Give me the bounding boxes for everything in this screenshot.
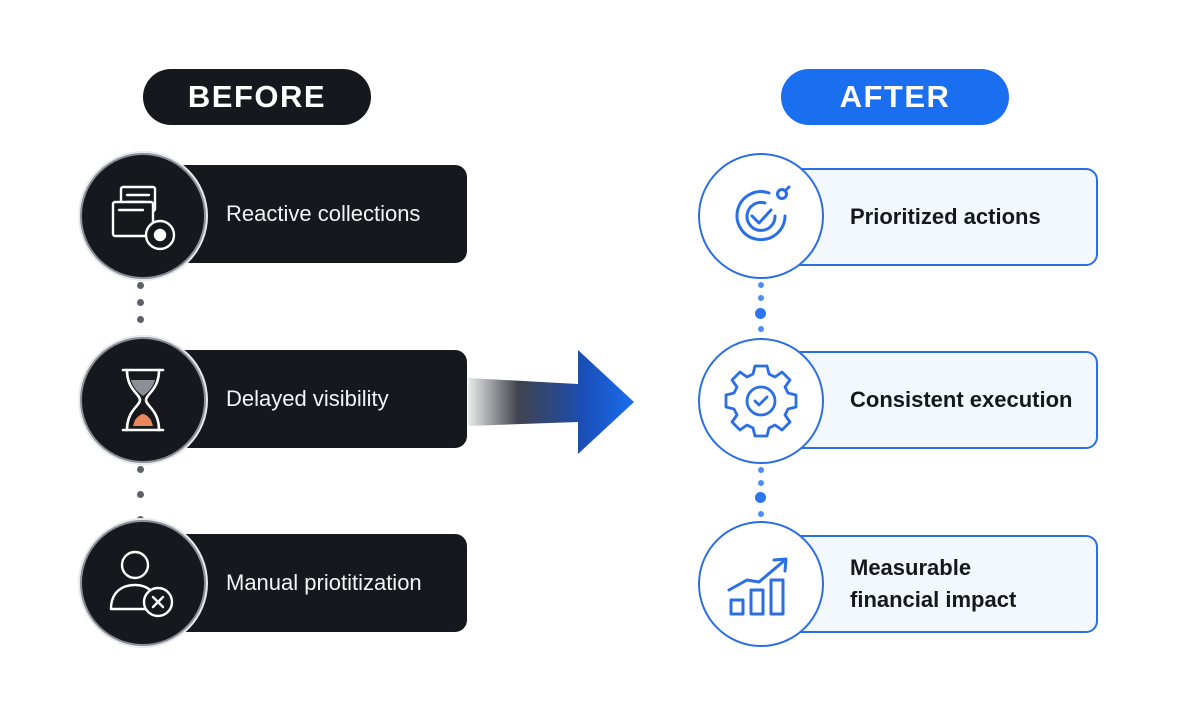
connector-dot xyxy=(137,491,144,498)
before-card-label: Reactive collections xyxy=(226,201,421,226)
after-card-label: Measurable financial impact xyxy=(850,555,1017,612)
growth-chart-icon xyxy=(698,521,824,647)
after-card-consistent-execution: Consistent execution xyxy=(770,351,1098,449)
connector-dot xyxy=(758,511,764,517)
connector-dot xyxy=(137,316,144,323)
before-heading: BEFORE xyxy=(143,69,371,125)
connector-dot xyxy=(137,466,144,473)
connector-dot xyxy=(758,295,764,301)
transition-arrow-icon xyxy=(468,350,634,454)
hourglass-icon xyxy=(80,337,206,463)
documents-coin-icon xyxy=(80,153,206,279)
after-card-measurable-financial-impact: Measurable financial impact xyxy=(770,535,1098,633)
after-heading: AFTER xyxy=(781,69,1009,125)
connector-dot xyxy=(755,492,766,503)
after-card-label: Prioritized actions xyxy=(850,204,1041,229)
connector-dot xyxy=(758,467,764,473)
after-card-label: Consistent execution xyxy=(850,387,1073,412)
connector-dot xyxy=(758,326,764,332)
before-card-manual-prioritization: Manual priotitization xyxy=(150,534,467,632)
user-x-icon xyxy=(80,520,206,646)
connector-dot xyxy=(137,282,144,289)
connector-dot xyxy=(755,308,766,319)
connector-dot xyxy=(758,480,764,486)
connector-dot xyxy=(137,299,144,306)
target-check-icon xyxy=(698,153,824,279)
before-card-label: Delayed visibility xyxy=(226,386,389,411)
connector-dot xyxy=(758,282,764,288)
before-card-label: Manual priotitization xyxy=(226,570,422,595)
gear-check-icon xyxy=(698,338,824,464)
connector-dot xyxy=(137,516,144,523)
